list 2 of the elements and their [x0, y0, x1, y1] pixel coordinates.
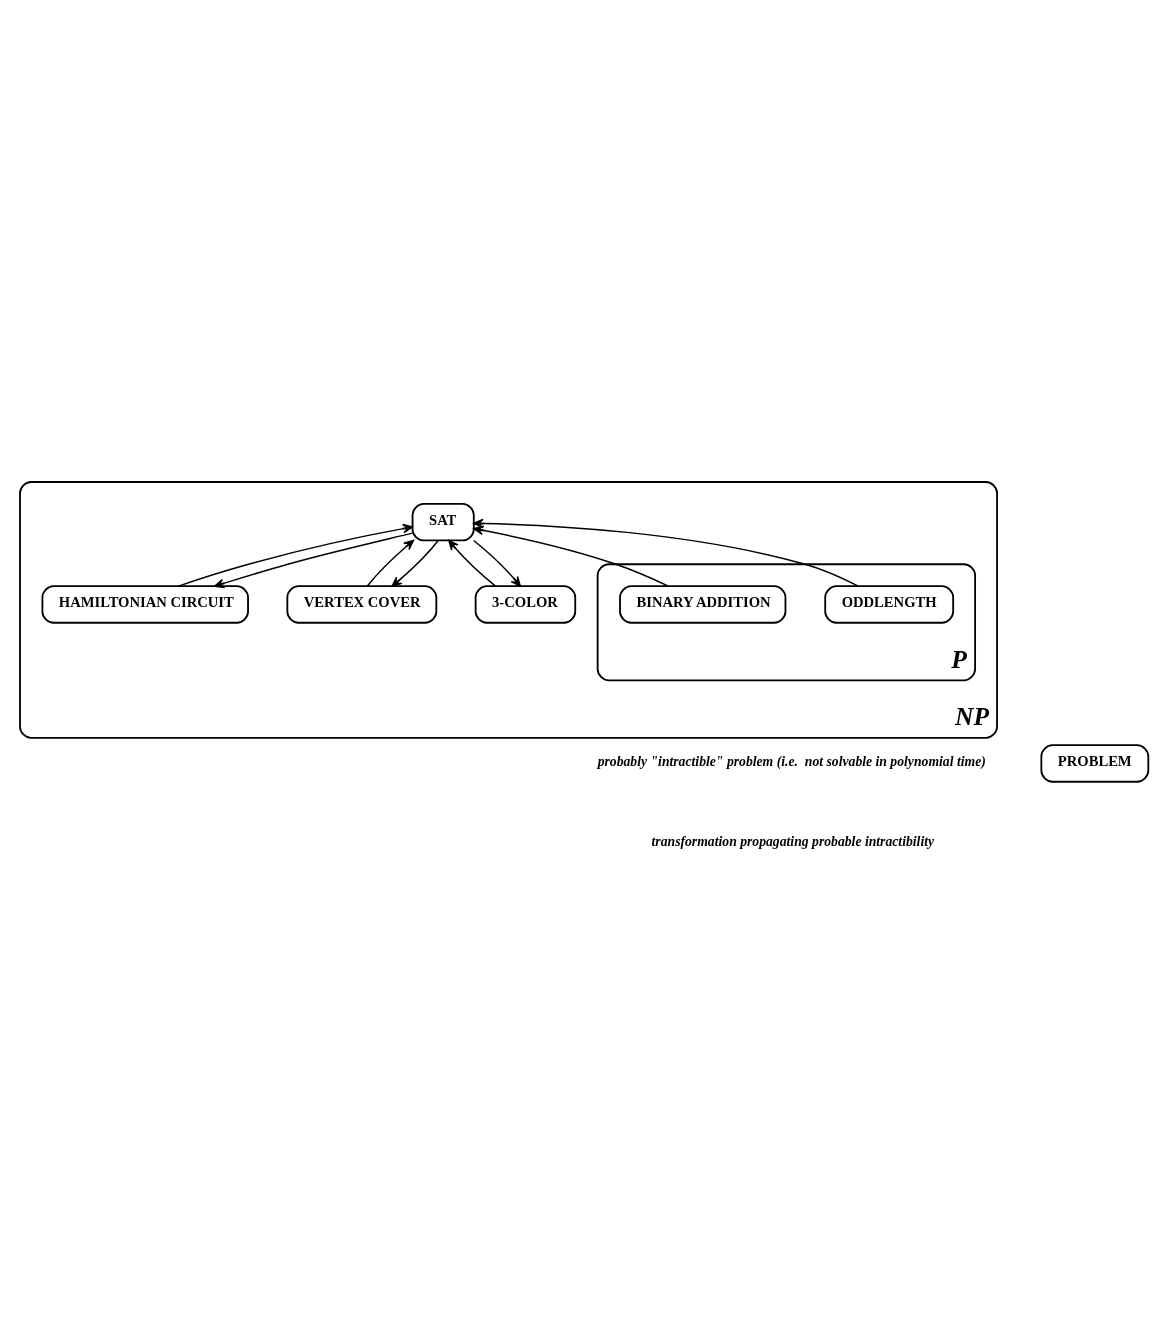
- legend-label: probably "intractible" problem (i.e. not solvable in polynomial time): [597, 753, 986, 769]
- legend-label: transformation propagating probable intractibility: [651, 833, 935, 849]
